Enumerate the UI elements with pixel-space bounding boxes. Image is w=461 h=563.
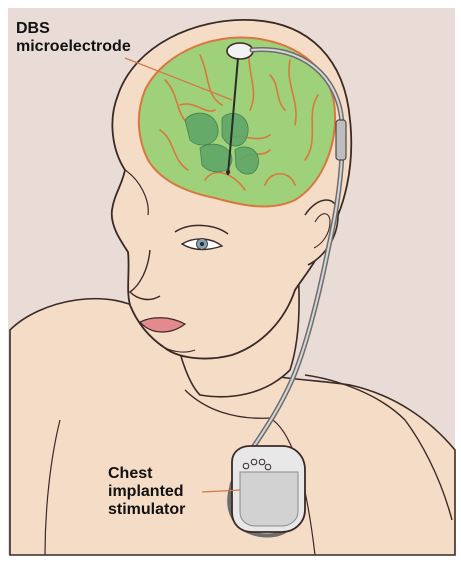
stimulator-label-line-3: stimulator [108, 501, 185, 519]
electrode-tip [226, 170, 230, 174]
stimulator-label-line-1: Chest [108, 465, 185, 483]
burr-hole-cap [227, 43, 253, 59]
stimulator-device-icon [232, 446, 305, 532]
electrode-label-line-1: DBS [16, 20, 131, 38]
stimulator-label-line-2: implanted [108, 483, 185, 501]
lead-connector [336, 120, 346, 160]
pupil [200, 242, 204, 246]
stimulator-label: Chest implanted stimulator [108, 465, 185, 519]
electrode-label: DBS microelectrode [16, 20, 131, 56]
electrode-label-line-2: microelectrode [16, 38, 131, 56]
